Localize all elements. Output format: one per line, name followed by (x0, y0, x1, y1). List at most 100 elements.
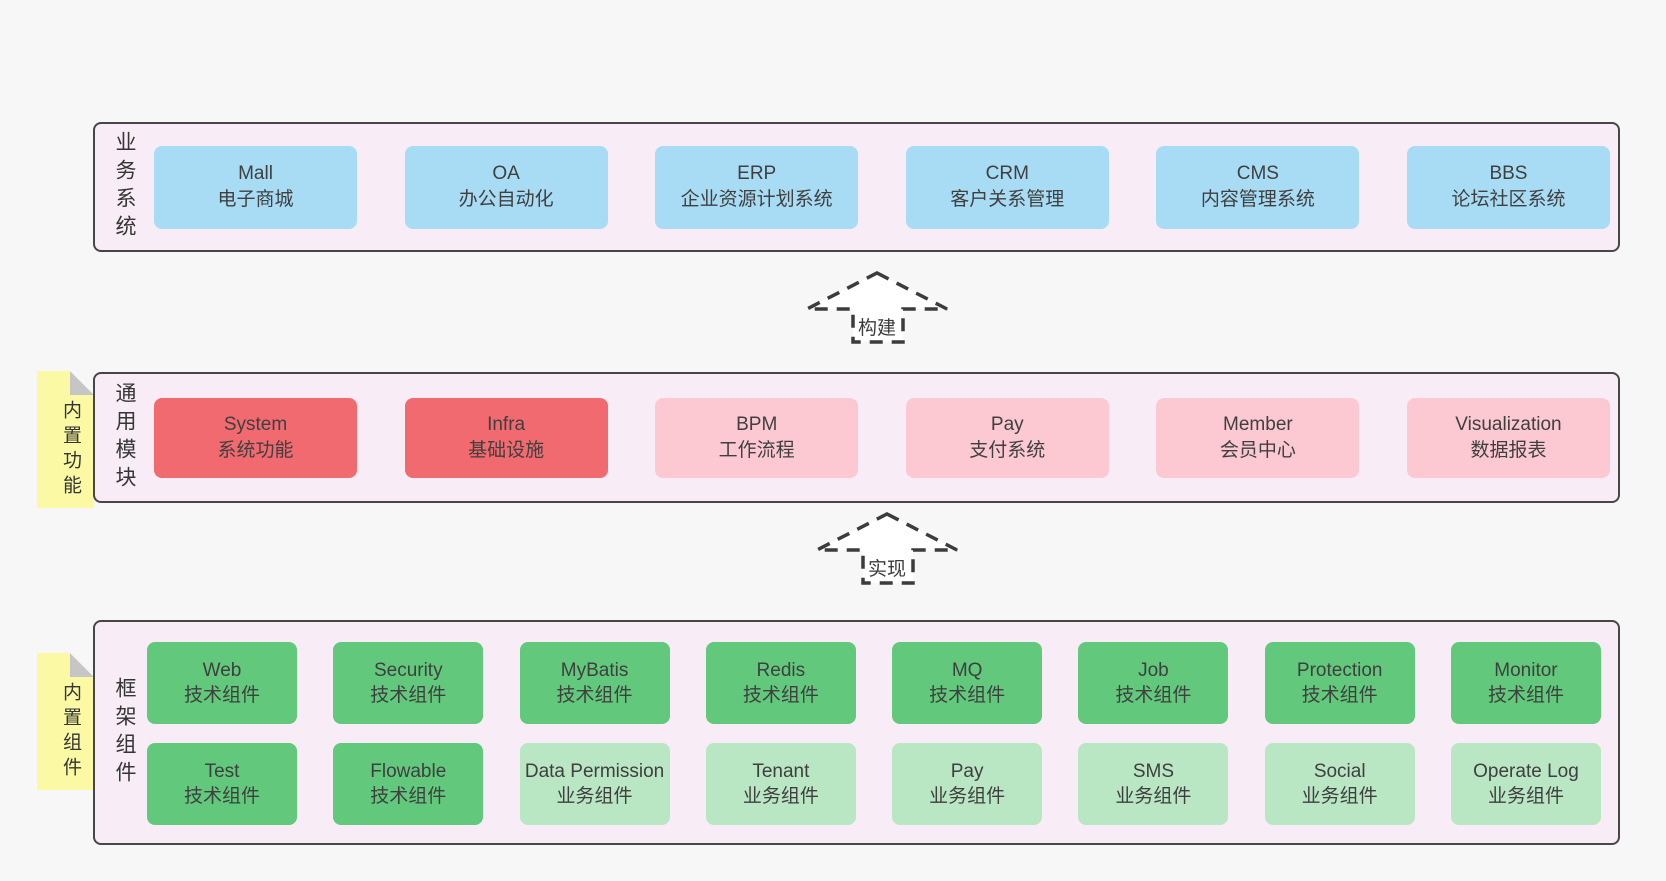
node-mall: Mall 电子商城 (154, 145, 357, 229)
node-social: Social 业务组件 (1264, 743, 1415, 825)
node-desc: 业务组件 (556, 786, 633, 807)
node-mybatis: MyBatis 技术组件 (519, 642, 670, 724)
builtin-components-note-label: 内置组件 (60, 681, 81, 782)
node-operate-log: Operate Log 业务组件 (1450, 743, 1601, 825)
node-protection: Protection 技术组件 (1264, 642, 1415, 724)
node-desc: 业务组件 (1301, 786, 1378, 807)
node-name: Monitor (1494, 660, 1558, 681)
node-monitor: Monitor 技术组件 (1450, 642, 1601, 724)
node-desc: 数据报表 (1470, 439, 1547, 461)
builtin-functions-note-label: 内置功能 (60, 399, 81, 500)
node-name: Member (1223, 413, 1293, 435)
framework-components-label: 框架组件 (113, 676, 136, 789)
node-desc: 技术组件 (183, 685, 260, 706)
common-modules-label: 通用模块 (113, 381, 136, 494)
biz-components-row: Test 技术组件 Flowable 技术组件 Data Permission … (147, 743, 1601, 825)
node-name: Mall (238, 163, 273, 184)
tech-components-row: Web 技术组件 Security 技术组件 MyBatis 技术组件 Redi… (147, 642, 1601, 724)
node-name: Flowable (370, 761, 447, 782)
node-crm: CRM 客户关系管理 (905, 145, 1109, 229)
node-name: Redis (756, 660, 806, 681)
node-desc: 工作流程 (718, 439, 795, 461)
node-name: MQ (951, 660, 983, 681)
node-sms: SMS 业务组件 (1078, 743, 1229, 825)
build-arrow-label: 构建 (855, 313, 899, 340)
business-systems-container: 业务系统 Mall 电子商城 OA 办公自动化 ERP 企业资源计划系统 CRM… (93, 122, 1620, 252)
node-name: CRM (985, 163, 1029, 184)
build-arrow: 构建 (803, 269, 951, 345)
node-security: Security 技术组件 (333, 642, 484, 724)
node-name: Operate Log (1473, 761, 1579, 782)
node-system: System 系统功能 (154, 397, 357, 478)
node-desc: 技术组件 (370, 786, 447, 807)
node-member: Member 会员中心 (1156, 397, 1360, 478)
node-tenant: Tenant 业务组件 (705, 743, 856, 825)
node-name: OA (492, 163, 520, 184)
node-name: CMS (1236, 163, 1279, 184)
business-systems-row: Mall 电子商城 OA 办公自动化 ERP 企业资源计划系统 CRM 客户关系… (154, 124, 1610, 250)
framework-components-rows: Web 技术组件 Security 技术组件 MyBatis 技术组件 Redi… (147, 642, 1601, 825)
node-cms: CMS 内容管理系统 (1156, 145, 1360, 229)
node-name: Visualization (1455, 413, 1562, 435)
node-desc: 技术组件 (929, 685, 1006, 706)
node-desc: 业务组件 (742, 786, 819, 807)
builtin-components-note: 内置组件 (37, 653, 94, 790)
node-name: BBS (1489, 163, 1528, 184)
common-modules-container: 通用模块 System 系统功能 Infra 基础设施 BPM 工作流程 Pay… (93, 372, 1620, 503)
node-desc: 办公自动化 (458, 189, 554, 210)
node-erp: ERP 企业资源计划系统 (655, 145, 859, 229)
node-desc: 业务组件 (1487, 786, 1564, 807)
node-job: Job 技术组件 (1078, 642, 1229, 724)
node-desc: 基础设施 (468, 439, 545, 461)
node-desc: 系统功能 (217, 439, 294, 461)
implement-arrow-label: 实现 (865, 554, 909, 581)
node-name: ERP (737, 163, 777, 184)
note-fold-corner-icon (70, 653, 94, 677)
node-desc: 技术组件 (556, 685, 633, 706)
node-desc: 电子商城 (217, 189, 294, 210)
node-desc: 会员中心 (1219, 439, 1296, 461)
business-systems-label: 业务系统 (113, 131, 136, 243)
implement-arrow: 实现 (813, 510, 961, 586)
node-name: Security (373, 660, 443, 681)
node-redis: Redis 技术组件 (705, 642, 856, 724)
node-pay: Pay 支付系统 (905, 397, 1109, 478)
node-name: Protection (1296, 660, 1383, 681)
node-infra: Infra 基础设施 (404, 397, 608, 478)
node-oa: OA 办公自动化 (404, 145, 608, 229)
node-name: Web (202, 660, 242, 681)
node-name: Infra (487, 413, 526, 435)
node-desc: 论坛社区系统 (1451, 189, 1566, 210)
node-bbs: BBS 论坛社区系统 (1406, 145, 1610, 229)
node-name: Social (1313, 761, 1366, 782)
node-desc: 内容管理系统 (1200, 189, 1315, 210)
node-name: Data Permission (524, 761, 665, 782)
node-visualization: Visualization 数据报表 (1406, 397, 1610, 478)
node-desc: 技术组件 (742, 685, 819, 706)
node-desc: 客户关系管理 (950, 189, 1065, 210)
node-name: Tenant (752, 761, 810, 782)
node-desc: 支付系统 (969, 439, 1046, 461)
node-data-permission: Data Permission 业务组件 (519, 743, 670, 825)
node-name: System (223, 413, 288, 435)
up-arrow-icon (806, 271, 948, 344)
node-desc: 技术组件 (1487, 685, 1564, 706)
node-name: Pay (950, 761, 984, 782)
node-desc: 企业资源计划系统 (680, 189, 833, 210)
node-name: BPM (736, 413, 778, 435)
node-desc: 业务组件 (1115, 786, 1192, 807)
node-flowable: Flowable 技术组件 (333, 743, 484, 825)
node-name: MyBatis (560, 660, 629, 681)
up-arrow-icon (816, 512, 958, 585)
framework-components-container: 框架组件 Web 技术组件 Security 技术组件 MyBatis 技术组件… (93, 620, 1620, 845)
node-web: Web 技术组件 (147, 642, 297, 724)
node-desc: 技术组件 (183, 786, 260, 807)
node-pay-biz: Pay 业务组件 (892, 743, 1043, 825)
node-bpm: BPM 工作流程 (655, 397, 859, 478)
node-name: Job (1138, 660, 1169, 681)
node-desc: 技术组件 (1115, 685, 1192, 706)
node-name: Test (204, 761, 240, 782)
node-name: SMS (1132, 761, 1174, 782)
node-test: Test 技术组件 (147, 743, 297, 825)
